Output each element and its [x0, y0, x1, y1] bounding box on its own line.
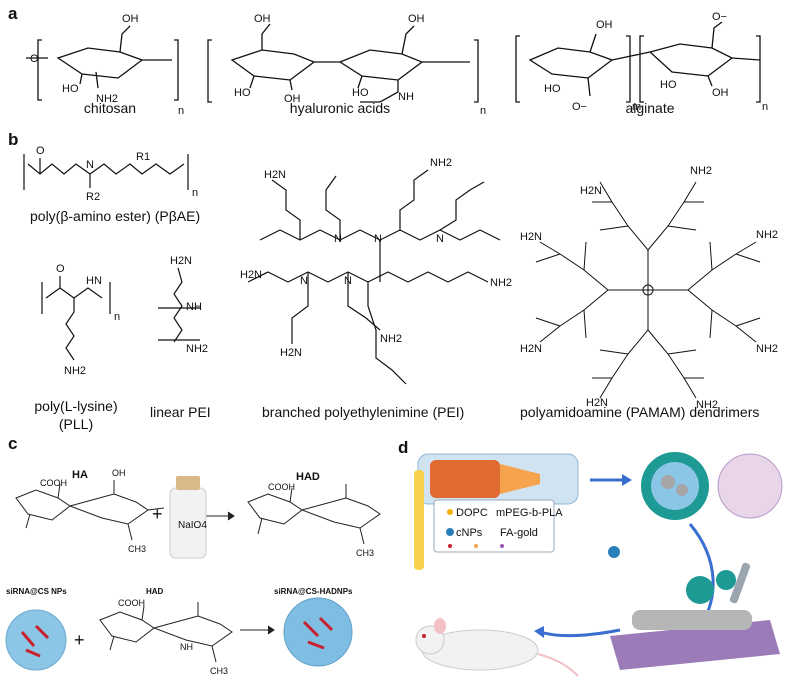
bottle-cork	[176, 476, 200, 490]
atom-ho: HO	[352, 87, 369, 99]
legend-box	[433, 499, 555, 553]
panel-c-scheme: HA NaIO4 HAD siRNA@CS NPs HAD siRNA@CS-H…	[5, 468, 381, 675]
atom-n: N	[344, 275, 352, 287]
subscript-n: n	[192, 187, 198, 199]
atom-nh2: NH2	[490, 277, 512, 289]
caption-pamam: polyamidoamine (PAMAM) dendrimers	[520, 404, 760, 420]
panel-c-label: c	[8, 434, 18, 453]
atom-ho: HO	[62, 83, 79, 95]
label-ch3: CH3	[128, 544, 146, 554]
atom-o-minus: O−	[712, 11, 727, 23]
panel-d-label: d	[398, 438, 409, 457]
atom-h2n: H2N	[170, 255, 192, 267]
mixing-chamber	[430, 460, 500, 498]
atom-oh: OH	[596, 19, 613, 31]
caption-alginate: alginate	[625, 100, 675, 116]
atom-o-minus: O−	[572, 101, 587, 113]
label-nh: NH	[180, 642, 193, 652]
legend-mpeg: mPEG-b-PLA	[496, 507, 563, 519]
legend-fa-gold: FA-gold	[500, 527, 538, 539]
label-naio4: NaIO4	[178, 520, 207, 531]
atom-ho: HO	[660, 79, 677, 91]
atom-oh: OH	[284, 93, 301, 105]
atom-r2: R2	[86, 191, 100, 203]
atom-oh: OH	[122, 13, 139, 25]
caption-linear-pei: linear PEI	[150, 404, 211, 420]
panel-b-label: b	[8, 130, 19, 149]
gold-nanoparticle	[717, 453, 783, 519]
device-cylinder	[632, 610, 752, 630]
atom-ho: HO	[234, 87, 251, 99]
atom-nh2: NH2	[696, 399, 718, 411]
atom-h2n: H2N	[264, 169, 286, 181]
plus-bottom: +	[74, 630, 85, 650]
atom-h2n: H2N	[280, 347, 302, 359]
label-sirna-had: siRNA@CS-HADNPs	[274, 587, 353, 596]
label-cooh: COOH	[118, 598, 145, 608]
sirna-cs-dish	[5, 609, 67, 671]
atom-r1: R1	[136, 151, 150, 163]
atom-nh2: NH2	[756, 343, 778, 355]
caption-hyaluronic-acids: hyaluronic acids	[289, 100, 391, 116]
atom-o: O	[30, 53, 39, 65]
panel-a-label: a	[8, 4, 18, 23]
atom-nh2: NH2	[96, 93, 118, 105]
legend-cnps: cNPs	[456, 527, 483, 539]
atom-o: O	[36, 145, 45, 157]
label-cooh: COOH	[40, 478, 67, 488]
label-cooh: COOH	[268, 482, 295, 492]
atom-h2n: H2N	[580, 185, 602, 197]
subscript-n: n	[480, 105, 486, 117]
atom-nh2: NH2	[690, 165, 712, 177]
atom-h2n: H2N	[520, 343, 542, 355]
atom-h2n: H2N	[586, 397, 608, 409]
label-sirna-cs: siRNA@CS NPs	[6, 587, 67, 596]
atom-o: O	[56, 263, 65, 275]
subscript-m: m	[632, 101, 641, 113]
label-oh: OH	[112, 468, 126, 478]
subscript-n: n	[178, 105, 184, 117]
caption-branched-pei: branched polyethylenimine (PEI)	[262, 404, 465, 420]
atom-nh2: NH2	[756, 229, 778, 241]
caption-pll-line1: poly(L-lysine)	[34, 398, 118, 414]
atom-n: N	[436, 233, 444, 245]
label-ha: HA	[72, 469, 88, 481]
caption-pll-line2: (PLL)	[58, 416, 94, 432]
subscript-n: n	[762, 101, 768, 113]
atom-nh2: NH2	[186, 343, 208, 355]
atom-oh: OH	[408, 13, 425, 25]
atom-oh: OH	[712, 87, 729, 99]
legend-dopc: DOPC	[456, 507, 488, 519]
inlet-tube	[414, 470, 424, 570]
device-platform	[610, 620, 780, 670]
label-ch3: CH3	[356, 548, 374, 558]
plus-top: +	[152, 504, 163, 524]
atom-nh: HN	[86, 275, 102, 287]
atom-nh: NH	[186, 301, 202, 313]
label-ch3: CH3	[210, 666, 228, 675]
atom-n: N	[86, 159, 94, 171]
panel-b-structures: O N R2 R1 n O HN n NH2 H2N NH NH2 H2N NH…	[23, 145, 778, 411]
atom-h2n: H2N	[240, 269, 262, 281]
atom-n: N	[334, 233, 342, 245]
caption-chitosan: chitosan	[83, 100, 137, 116]
atom-ho: HO	[544, 83, 561, 95]
atom-h2n: H2N	[520, 231, 542, 243]
atom-n: N	[374, 233, 382, 245]
atom-n: N	[300, 275, 308, 287]
panel-a-structures: OH HO NH2 n O OH HO OH OH HO NH n O− HO …	[26, 11, 768, 117]
caption-pbae: poly(β-amino ester) (PβAE)	[30, 208, 201, 224]
atom-nh2: NH2	[380, 333, 402, 345]
atom-nh2: NH2	[430, 157, 452, 169]
label-had-top: HAD	[296, 471, 320, 483]
label-had-bottom: HAD	[146, 587, 164, 596]
panel-d-illustration: DOPC mPEG-b-PLA cNPs FA-gold	[414, 452, 783, 677]
sirna-had-dish	[283, 597, 353, 667]
atom-oh: OH	[254, 13, 271, 25]
atom-nh: NH	[398, 91, 414, 103]
atom-nh2: NH2	[64, 365, 86, 377]
subscript-n: n	[114, 311, 120, 323]
